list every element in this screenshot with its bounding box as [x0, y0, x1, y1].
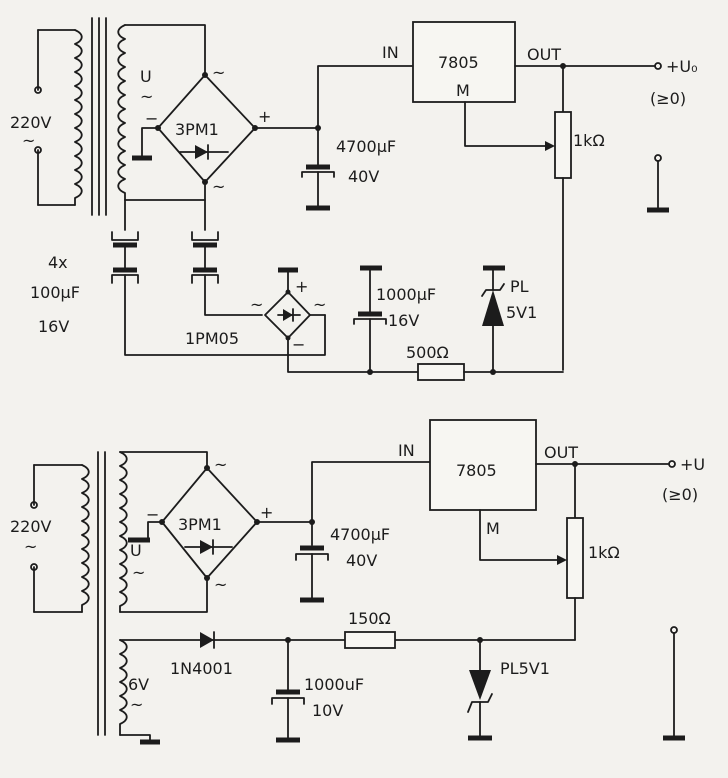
top-cap2	[353, 265, 387, 373]
bottom-transformer-core	[97, 451, 106, 736]
top-regulator	[412, 21, 516, 103]
top-secondary-label: U	[140, 67, 152, 86]
top-bridge-ac1: ~	[212, 63, 225, 82]
top-small-bridge	[264, 289, 311, 341]
bottom-aux-winding	[119, 639, 481, 745]
bottom-diode	[200, 631, 215, 649]
bottom-bridge-label: 3PM1	[178, 515, 222, 534]
top-zener-name: PL	[510, 277, 529, 296]
bottom-bridge-ac2: ~	[214, 575, 227, 594]
top-zener-voltage: 5V1	[506, 303, 537, 322]
bottom-secondary-label: U	[130, 541, 142, 560]
bottom-bridge-ac1: ~	[214, 455, 227, 474]
top-series-caps-count: 4x	[48, 253, 68, 272]
bottom-reg-out: OUT	[544, 443, 578, 462]
top-resistor	[417, 363, 465, 381]
bottom-main-capacitor	[295, 521, 329, 603]
top-primary-winding	[34, 29, 83, 206]
top-cap-voltage: 40V	[348, 167, 379, 186]
top-resistor-label: 500Ω	[406, 343, 449, 362]
top-secondary-winding	[117, 24, 206, 201]
top-mains-ac-symbol: ~	[22, 131, 35, 150]
top-zener	[481, 265, 505, 373]
bottom-cap2-voltage: 10V	[312, 701, 343, 720]
bottom-reg-in: IN	[398, 441, 415, 460]
top-reg-out: OUT	[527, 45, 561, 64]
bottom-resistor	[344, 631, 396, 649]
top-cap2-voltage: 16V	[388, 311, 419, 330]
bottom-aux-ac: ~	[130, 695, 143, 714]
top-reg-in: IN	[382, 43, 399, 62]
bottom-bridge-plus: +	[260, 503, 273, 522]
bottom-bridge-minus: −	[146, 505, 159, 524]
bottom-mains-voltage: 220V	[10, 517, 52, 536]
top-bridge-plus: +	[258, 107, 271, 126]
bottom-cap-value: 4700μF	[330, 525, 390, 544]
top-bridge-minus: −	[145, 109, 158, 128]
top-series-caps-voltage: 16V	[38, 317, 69, 336]
top-sb-plus: +	[295, 277, 308, 296]
top-output-note: (≥0)	[650, 89, 686, 108]
top-reg-name: 7805	[438, 53, 479, 72]
bottom-reg-name: 7805	[456, 461, 497, 480]
bottom-regulator	[429, 419, 537, 511]
bottom-output-label: +U	[680, 455, 705, 474]
top-main-capacitor	[301, 127, 335, 211]
bottom-cap2	[271, 639, 305, 743]
bottom-circuit: 220V ~ U ~ 6V ~	[10, 419, 705, 745]
bottom-zener	[467, 639, 493, 741]
bottom-primary-winding	[30, 464, 90, 613]
bottom-diode-label: 1N4001	[170, 659, 233, 678]
bottom-cap2-value: 1000uF	[304, 675, 364, 694]
top-sb-ac1: ~	[250, 295, 263, 314]
top-small-bridge-label: 1PM05	[185, 329, 239, 348]
top-bridge-rectifier	[155, 72, 258, 185]
top-secondary-ac: ~	[140, 87, 153, 106]
bottom-cap-voltage: 40V	[346, 551, 377, 570]
bottom-output-terminal	[668, 460, 676, 468]
bottom-aux-voltage: 6V	[128, 675, 149, 694]
top-sb-minus: −	[292, 335, 305, 354]
bottom-resistor-label: 150Ω	[348, 609, 391, 628]
top-output-label: +U₀	[666, 57, 698, 76]
top-series-caps-value: 100μF	[30, 283, 80, 302]
top-sb-ac2: ~	[313, 295, 326, 314]
bottom-zener-label: PL5V1	[500, 659, 550, 678]
bottom-secondary-winding	[119, 451, 208, 613]
top-pot-label: 1kΩ	[573, 131, 605, 150]
bottom-potentiometer	[479, 463, 584, 641]
top-cap-value: 4700μF	[336, 137, 396, 156]
top-bridge-label: 3PM1	[175, 120, 219, 139]
bottom-secondary-ac: ~	[132, 563, 145, 582]
top-bridge-ac2: ~	[212, 177, 225, 196]
bottom-reg-m: M	[486, 519, 500, 538]
top-potentiometer	[464, 65, 572, 371]
top-transformer-core	[91, 17, 107, 216]
top-series-capacitors	[111, 231, 219, 284]
bottom-bridge-rectifier	[159, 465, 260, 581]
top-reg-m: M	[456, 81, 470, 100]
top-output-terminal	[654, 62, 662, 70]
bottom-pot-label: 1kΩ	[588, 543, 620, 562]
top-cap2-value: 1000μF	[376, 285, 436, 304]
bottom-output-note: (≥0)	[662, 485, 698, 504]
top-circuit: 220V ~ U ~ 3PM1 ~ ~ +	[10, 17, 698, 381]
bottom-mains-ac: ~	[24, 537, 37, 556]
top-mains-voltage: 220V	[10, 113, 52, 132]
